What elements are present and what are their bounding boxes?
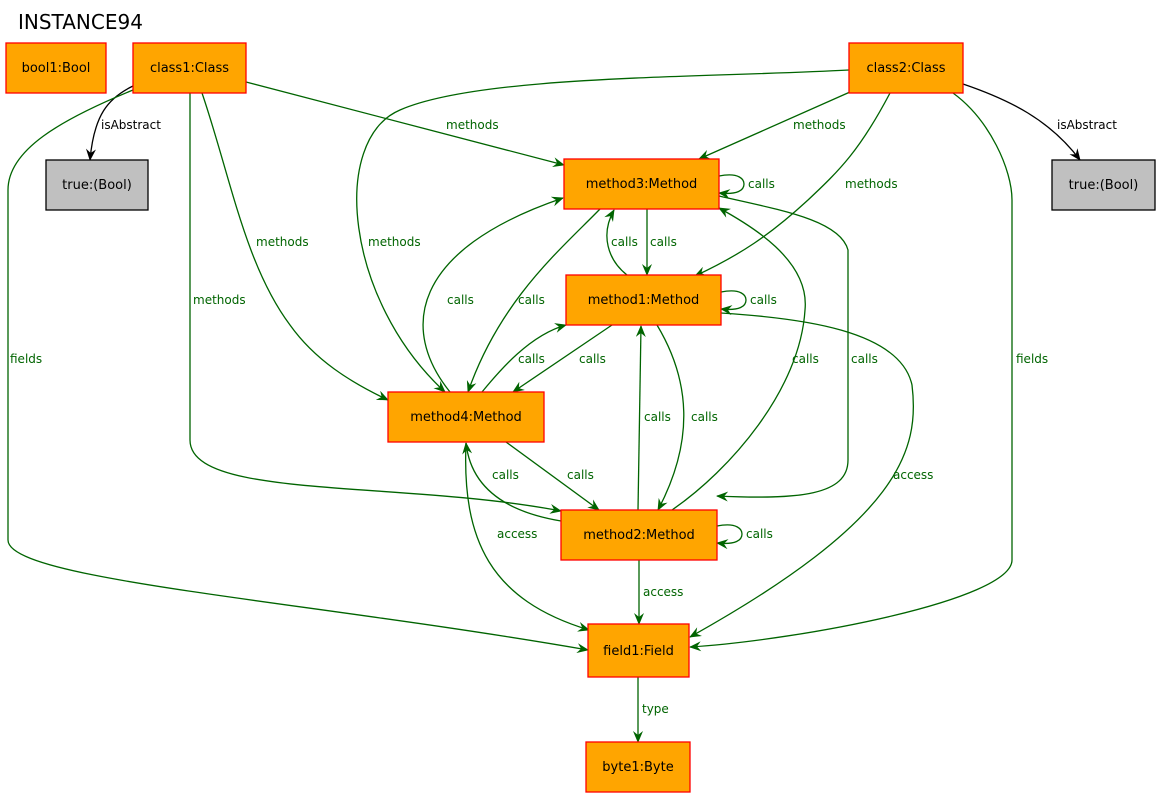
edge-method1-access-field1 bbox=[689, 312, 915, 638]
node-method3: method3:Method bbox=[563, 158, 720, 210]
edge-label: isAbstract bbox=[1057, 118, 1117, 132]
edge-method2-calls-method4 bbox=[462, 442, 562, 522]
edge-method2-calls-self bbox=[716, 524, 743, 550]
edge-label: calls bbox=[691, 410, 718, 424]
edge-method4-calls-method1 bbox=[481, 323, 567, 393]
node-label: method4:Method bbox=[410, 410, 522, 425]
node-method2: method2:Method bbox=[560, 509, 718, 561]
edge-label: calls bbox=[567, 468, 594, 482]
edge-label: fields bbox=[10, 352, 42, 366]
node-class2: class2:Class bbox=[848, 42, 964, 94]
edge-label: calls bbox=[579, 352, 606, 366]
edge-method3-calls-self bbox=[718, 174, 745, 200]
node-bool1: bool1:Bool bbox=[5, 42, 107, 94]
edge-label: access bbox=[893, 468, 933, 482]
node-field1: field1:Field bbox=[587, 623, 690, 678]
edge-label: calls bbox=[748, 177, 775, 191]
node-label: byte1:Byte bbox=[602, 760, 673, 775]
edge-label: methods bbox=[368, 235, 421, 249]
edge-label: access bbox=[497, 527, 537, 541]
edge-method2-calls-method1 bbox=[635, 325, 646, 511]
edge-label: calls bbox=[447, 293, 474, 307]
edge-label: isAbstract bbox=[101, 118, 161, 132]
edge-class2-methods-method3 bbox=[698, 91, 851, 160]
edge-method4-calls-method2 bbox=[505, 441, 600, 511]
node-label: class2:Class bbox=[866, 61, 945, 76]
node-true-1: true:(Bool) bbox=[45, 159, 149, 211]
edge-class1-fields-field1 bbox=[7, 89, 589, 654]
node-label: true:(Bool) bbox=[62, 178, 132, 193]
edge-label: access bbox=[643, 585, 683, 599]
edge-method3-calls-method2 bbox=[716, 195, 849, 502]
edge-method1-calls-method3 bbox=[604, 209, 628, 276]
node-byte1: byte1:Byte bbox=[585, 741, 691, 793]
edge-label: methods bbox=[793, 118, 846, 132]
node-class1: class1:Class bbox=[132, 42, 247, 94]
edge-method1-calls-method2 bbox=[656, 324, 685, 511]
edge-label: calls bbox=[644, 410, 671, 424]
edge-class1-methods-method3 bbox=[245, 81, 565, 168]
edge-label: methods bbox=[446, 118, 499, 132]
edge-label: calls bbox=[518, 352, 545, 366]
edge-label: calls bbox=[746, 527, 773, 541]
edge-class2-fields-field1 bbox=[689, 92, 1013, 652]
edge-label: calls bbox=[851, 352, 878, 366]
edge-label: calls bbox=[650, 235, 677, 249]
edge-label: calls bbox=[518, 293, 545, 307]
edge-class1-methods-method4 bbox=[201, 92, 389, 401]
edge-label: methods bbox=[256, 235, 309, 249]
edge-label: calls bbox=[750, 293, 777, 307]
edge-method1-calls-method4 bbox=[512, 324, 613, 393]
edge-class2-methods-method1 bbox=[694, 92, 891, 277]
node-label: method2:Method bbox=[583, 528, 695, 543]
node-label: class1:Class bbox=[150, 61, 229, 76]
edge-label: calls bbox=[611, 235, 638, 249]
node-label: method3:Method bbox=[586, 177, 698, 192]
edge-class2-methods-method4 bbox=[356, 69, 850, 393]
node-true-2: true:(Bool) bbox=[1051, 159, 1156, 211]
edge-label: type bbox=[642, 702, 669, 716]
edge-label: methods bbox=[193, 293, 246, 307]
node-label: method1:Method bbox=[588, 293, 700, 308]
edge-class1-methods-method2 bbox=[189, 93, 562, 514]
edge-label: methods bbox=[845, 177, 898, 191]
node-label: field1:Field bbox=[603, 644, 674, 659]
edge-method4-access-field1 bbox=[464, 442, 590, 632]
edge-label: calls bbox=[492, 468, 519, 482]
edge-class1-isabstract bbox=[85, 85, 134, 161]
node-method4: method4:Method bbox=[387, 391, 545, 443]
diagram-title: INSTANCE94 bbox=[18, 10, 143, 34]
edge-method4-calls-method3 bbox=[422, 196, 564, 393]
edge-method1-calls-self bbox=[720, 290, 747, 316]
edge-method2-calls-method3 bbox=[671, 207, 806, 511]
node-label: bool1:Bool bbox=[22, 61, 91, 76]
edge-label: calls bbox=[792, 352, 819, 366]
edge-method3-calls-method4 bbox=[466, 208, 601, 393]
edge-class2-isabstract bbox=[962, 83, 1081, 161]
node-method1: method1:Method bbox=[565, 274, 722, 326]
edge-label: fields bbox=[1016, 352, 1048, 366]
node-label: true:(Bool) bbox=[1069, 178, 1139, 193]
